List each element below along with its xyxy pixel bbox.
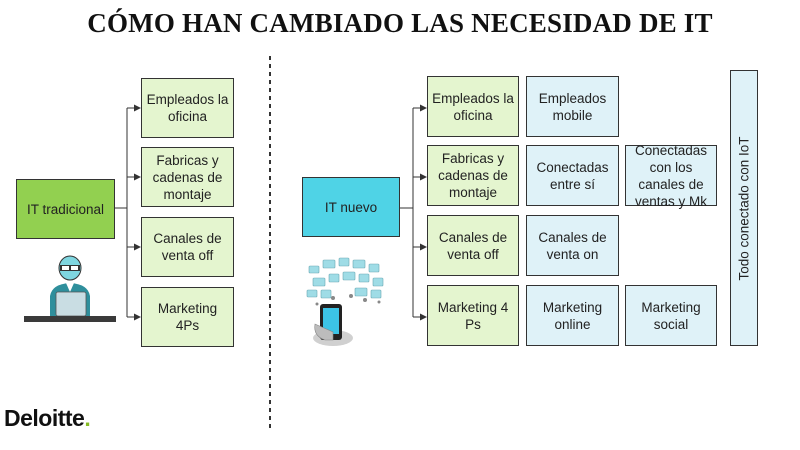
stage3-conectadas-canales: Conectadas con los canales de ventas y M… [625, 143, 717, 209]
right-item-empleados: Empleados la oficina [427, 76, 519, 137]
right-item-fabricas: Fabricas y cadenas de montaje [427, 145, 519, 206]
stage3-marketing-social: Marketing social [625, 285, 717, 346]
left-item-marketing: Marketing 4Ps [141, 287, 234, 347]
person-laptop-icon [24, 255, 116, 322]
right-item-marketing: Marketing 4 Ps [427, 285, 519, 346]
logo-dot: . [84, 405, 91, 431]
page-title: CÓMO HAN CAMBIADO LAS NECESIDAD DE IT [87, 8, 713, 38]
stage2-canales-on: Canales de venta on [526, 215, 619, 276]
left-item-canales: Canales de venta off [141, 217, 234, 277]
todo-conectado-iot-label: Todo conectado con IoT [736, 135, 752, 281]
logo-text: Deloitte [4, 405, 85, 431]
stage2-marketing-online: Marketing online [526, 285, 619, 346]
phone-social-cloud-icon [306, 257, 384, 346]
stage2-empleados-mobile: Empleados mobile [526, 76, 619, 137]
left-item-empleados: Empleados la oficina [141, 78, 234, 138]
right-item-canales: Canales de venta off [427, 215, 519, 276]
stage2-conectadas: Conectadas entre sí [526, 145, 619, 206]
deloitte-logo: Deloitte. [4, 405, 91, 432]
it-tradicional-box: IT tradicional [16, 179, 115, 239]
todo-conectado-iot-box: Todo conectado con IoT [730, 70, 758, 346]
left-item-fabricas: Fabricas y cadenas de montaje [141, 147, 234, 207]
it-nuevo-box: IT nuevo [302, 177, 400, 237]
